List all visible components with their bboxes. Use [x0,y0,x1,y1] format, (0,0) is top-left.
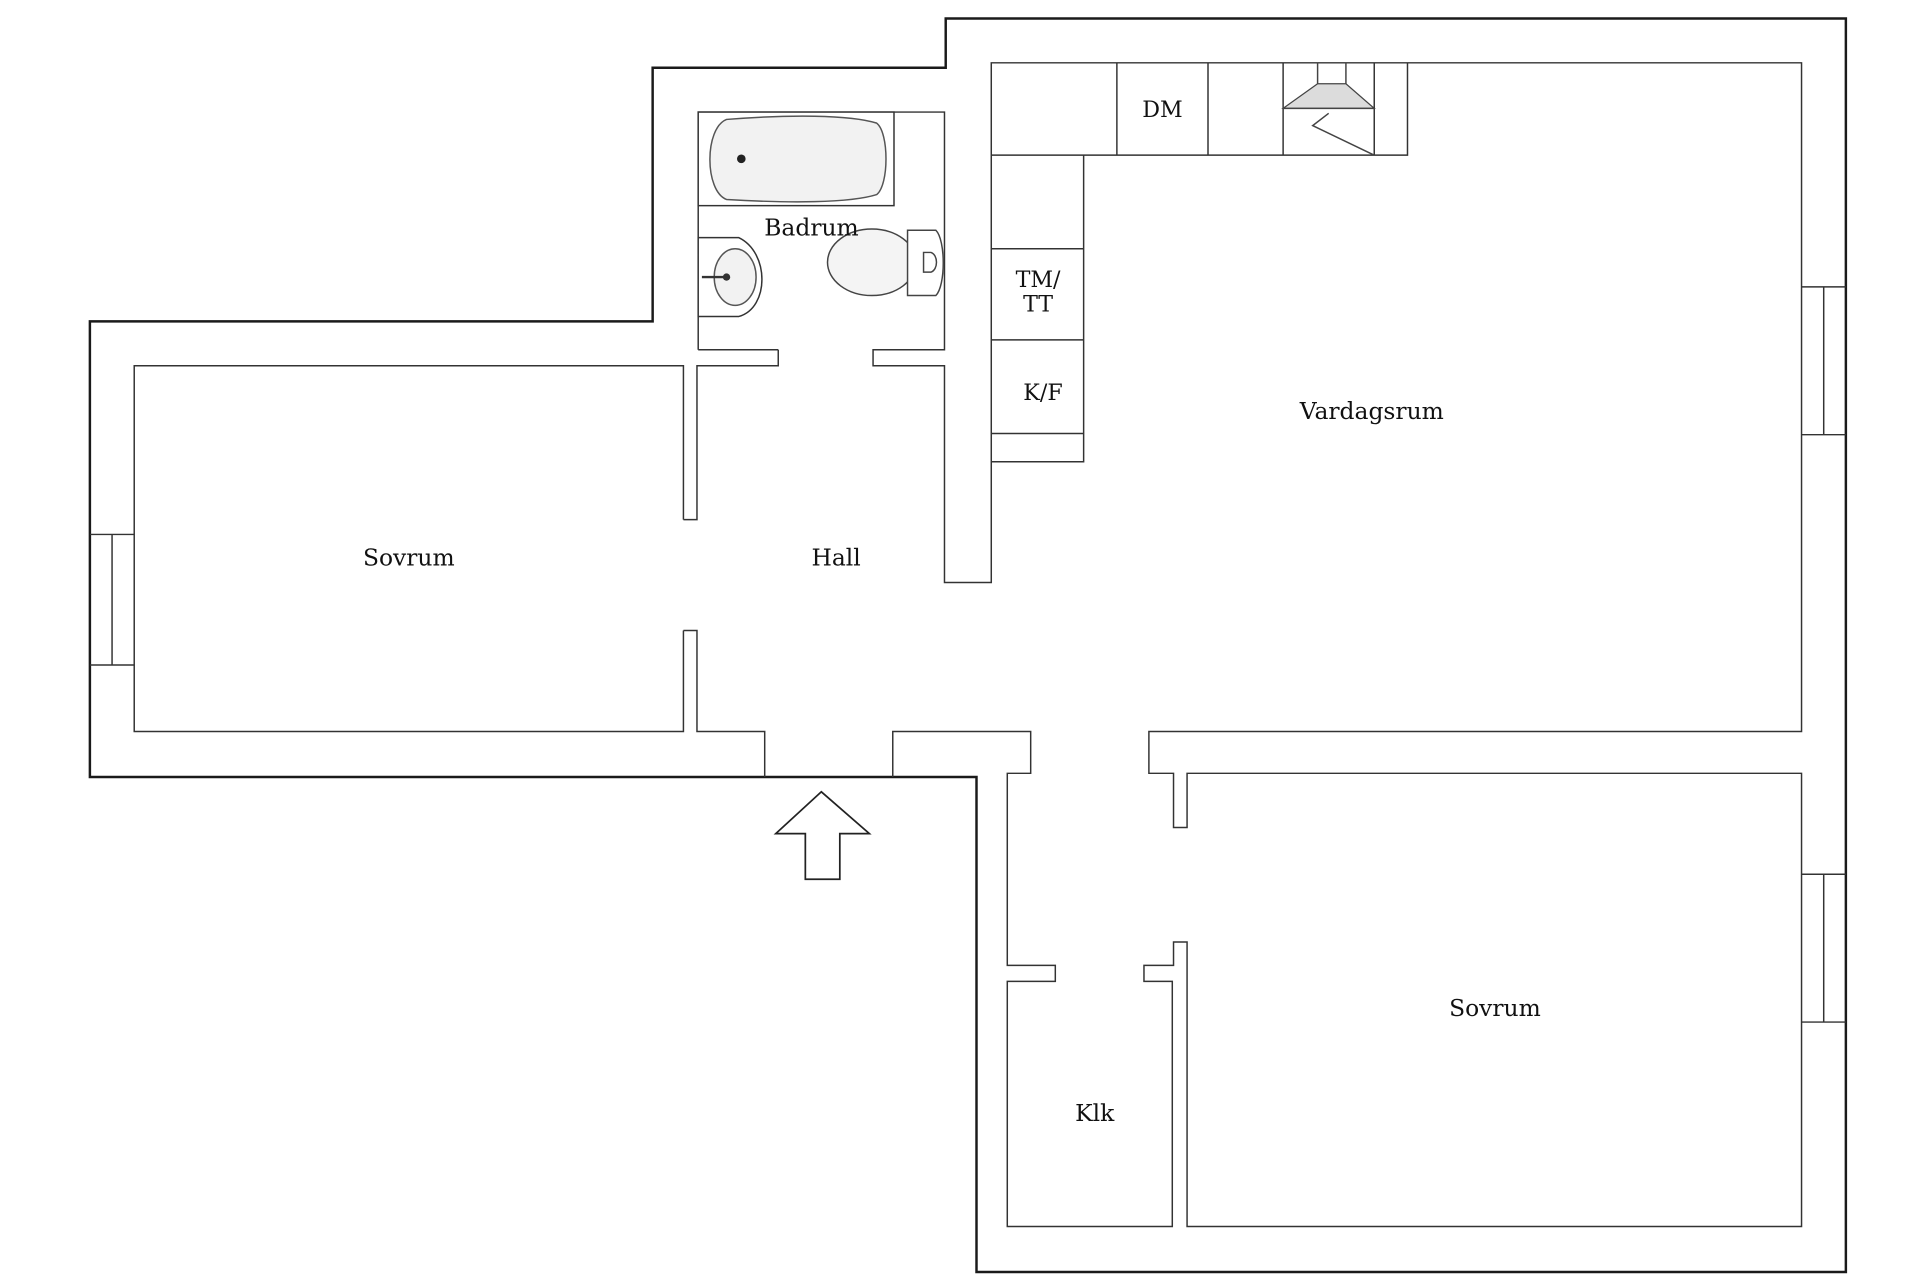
fixture-label-kf: K/F [1023,380,1062,406]
stove-hood-icon [1281,62,1376,156]
room-label-badrum: Badrum [764,214,858,242]
outer-wall [88,17,1848,1274]
window-left [89,533,135,666]
fixture-label-tt: TT [1023,291,1053,317]
bathtub-icon [697,111,895,207]
fixture-label-dm: DM [1142,97,1182,123]
wall-badrum [697,62,1803,1228]
room-label-hall: Hall [811,544,860,572]
room-label-vardagsrum: Vardagsrum [1299,397,1444,425]
wall-sovrum-left [133,349,779,778]
toilet-icon [826,228,944,297]
sink-icon [697,236,763,318]
window-right-bottom [1801,873,1846,1023]
room-label-sovrum-left: Sovrum [363,544,455,572]
entrance-arrow-icon [773,790,872,881]
room-label-sovrum-right: Sovrum [1449,994,1541,1022]
window-right-top [1801,286,1846,436]
room-label-klk: Klk [1075,1099,1115,1127]
fixture-label-tm: TM/ [1016,267,1061,293]
